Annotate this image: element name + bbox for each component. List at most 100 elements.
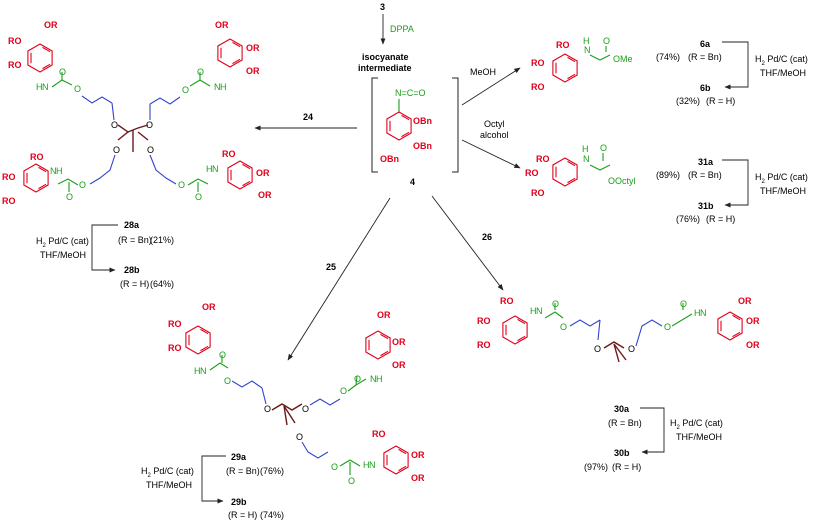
c30-n-2: N: [700, 308, 707, 318]
c6-h: H: [583, 36, 590, 46]
c30-n-1: N: [536, 306, 543, 316]
c31-a-yield: (89%): [656, 170, 680, 180]
c28-n-2: N: [214, 82, 221, 92]
c6-ro-3: RO: [531, 82, 545, 92]
c29-b-yield: (74%): [260, 510, 284, 520]
c28-a-label: 28a: [124, 220, 140, 230]
c29-ro-2: RO: [168, 343, 182, 353]
c29-b-label: 29b: [231, 497, 247, 507]
c29-or-5: OR: [411, 450, 425, 460]
route-26-label: 26: [482, 232, 492, 242]
c6-solvent: THF/MeOH: [760, 68, 806, 78]
isocyanate-intermediate: isocyanate intermediate N=C=O OBn OBn OB…: [358, 52, 459, 187]
c29-or-6: OR: [411, 473, 425, 483]
c29-o-4: O: [302, 404, 309, 414]
octyl-label-1: Octyl: [484, 119, 505, 129]
c28-ro-3: RO: [30, 152, 44, 162]
c29-o-8: O: [331, 462, 338, 472]
c29-o-6: O: [340, 386, 347, 396]
c29-a-label: 29a: [231, 452, 247, 462]
c28-ro-6: RO: [222, 149, 236, 159]
c30-ro-2: RO: [477, 316, 491, 326]
c6-a-r: (R = Bn): [688, 52, 722, 62]
c28-or-6: OR: [258, 190, 272, 200]
c28-ro-2: RO: [8, 60, 22, 70]
c29-solvent: THF/MeOH: [146, 480, 192, 490]
c30-h-2: H: [694, 308, 701, 318]
c29-or-2: OR: [377, 310, 391, 320]
c28-h-1: H: [36, 82, 43, 92]
intermediate-title-1: isocyanate: [362, 52, 409, 62]
c29-o-2: O: [224, 376, 231, 386]
arrow-to-31: [461, 139, 521, 169]
c30-or-3: OR: [746, 340, 760, 350]
compound-30-structure: RO RO RO H N O O O O O O H N OR OR OR: [477, 296, 760, 363]
c29-n-3: N: [369, 460, 376, 470]
bracket-left: [371, 77, 378, 173]
c31-o: O: [600, 143, 607, 153]
c30-o-2: O: [560, 322, 567, 332]
c31-b-r: (R = H): [706, 214, 735, 224]
c30-ro-1: RO: [500, 296, 514, 306]
c29-or-3: OR: [392, 337, 406, 347]
compound-31-structure: RO RO RO H N O OOctyl: [525, 143, 636, 198]
c28-o-9: O: [79, 180, 86, 190]
c28-o-12: O: [195, 192, 202, 202]
bracket-right: [452, 77, 459, 173]
compound-6-conditions: 6a (74%) (R = Bn) H2 Pd/C (cat) THF/MeOH…: [656, 39, 808, 106]
c31-cat: H2 Pd/C (cat): [755, 172, 808, 185]
isocyanate-ring: [386, 111, 412, 141]
arrow-to-29: [287, 197, 391, 361]
c29-h-1: H: [194, 366, 201, 376]
compound-30-conditions: 30a (R = Bn) H2 Pd/C (cat) THF/MeOH 30b …: [584, 404, 723, 472]
c28-o-3: O: [111, 120, 118, 130]
c30-b-label: 30b: [614, 448, 630, 458]
compound-31-conditions: 31a (89%) (R = Bn) H2 Pd/C (cat) THF/MeO…: [656, 157, 808, 224]
c30-o-4: O: [628, 344, 635, 354]
c28-cat: H2 Pd/C (cat): [36, 236, 89, 249]
c28-n-1: N: [42, 82, 49, 92]
arrow-to-30: [431, 195, 504, 291]
c28-n-3: N: [50, 166, 57, 176]
c30-solvent: THF/MeOH: [676, 432, 722, 442]
c31-b-yield: (76%): [676, 214, 700, 224]
methanol-label: MeOH: [470, 67, 496, 77]
c6-ro-1: RO: [556, 40, 570, 50]
c29-n-2: N: [370, 374, 377, 384]
c28-ro-5: RO: [2, 196, 16, 206]
obn-3: OBn: [380, 154, 399, 164]
c28-h-3: H: [56, 166, 63, 176]
c30-a-label: 30a: [614, 404, 630, 414]
c28-deprotection-arrow: [91, 224, 118, 273]
starting-material: 3 DPPA: [380, 2, 414, 45]
octyl-label-2: alcohol: [480, 130, 509, 140]
c29-a-yield: (76%): [260, 466, 284, 476]
c28-or-1: OR: [44, 20, 58, 30]
c31-a-label: 31a: [698, 157, 714, 167]
c28-b-r: (R = H): [120, 279, 149, 289]
c30-ro-3: RO: [477, 340, 491, 350]
c29-a-r: (R = Bn): [226, 466, 260, 476]
c31-a-r: (R = Bn): [688, 170, 722, 180]
c6-cat: H2 Pd/C (cat): [755, 54, 808, 67]
c31-h: H: [582, 144, 589, 154]
dppa-reagent: DPPA: [390, 24, 414, 34]
c29-o-7: O: [354, 374, 361, 384]
c29-h-2: H: [376, 374, 383, 384]
compound-6-structure: RO RO RO H N O OMe: [531, 36, 633, 92]
obn-1: OBn: [413, 116, 432, 126]
route-25-label: 25: [326, 262, 336, 272]
c30-or-1: OR: [738, 296, 752, 306]
c30-or-2: OR: [746, 316, 760, 326]
c28-h-4: H: [206, 164, 213, 174]
c28-o-8: O: [147, 145, 154, 155]
c6-n: N: [584, 45, 591, 55]
c6-o: O: [603, 36, 610, 46]
c30-a-r: (R = Bn): [608, 418, 642, 428]
compound-4-label: 4: [410, 177, 415, 187]
c28-b-yield: (64%): [150, 279, 174, 289]
c28-ro-1: RO: [8, 36, 22, 46]
c28-o-2: O: [74, 84, 81, 94]
compound-29-structure: OR RO RO H N O O O O O O O N H OR OR OR …: [168, 302, 425, 486]
c6-b-label: 6b: [700, 83, 711, 93]
